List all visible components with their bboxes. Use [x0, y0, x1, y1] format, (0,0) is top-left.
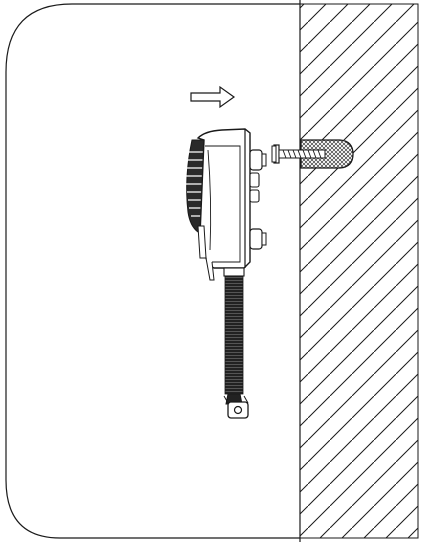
cable [224, 275, 244, 405]
cable-connector [223, 395, 249, 419]
wall-anchor [300, 139, 354, 169]
wall-hatching [300, 4, 418, 538]
device-buttons [249, 145, 277, 250]
frame-outline [5, 3, 300, 539]
arrow-right-outline-icon [190, 85, 236, 109]
pendant-device [186, 128, 277, 281]
